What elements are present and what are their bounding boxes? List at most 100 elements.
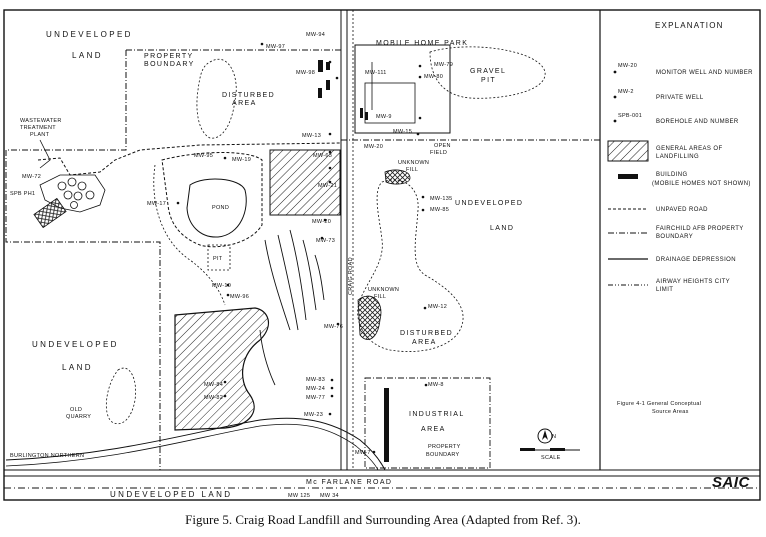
legend-airway-1: AIRWAY HEIGHTS CITY bbox=[656, 279, 730, 285]
well-mw-84: MW-84 bbox=[204, 382, 223, 388]
north-label: N bbox=[552, 434, 556, 440]
well-mw-79: MW-79 bbox=[434, 62, 453, 68]
disturbed-area-top bbox=[196, 59, 237, 139]
legend-unpaved-road: UNPAVED ROAD bbox=[656, 207, 708, 213]
label-mcfarlane-road: Mc FARLANE ROAD bbox=[306, 479, 392, 486]
legend-title: EXPLANATION bbox=[655, 21, 724, 30]
label-undeveloped-nw-land: LAND bbox=[72, 51, 103, 60]
label-disturbed-top: DISTURBED bbox=[222, 92, 275, 99]
legend-figure-ref-1: Figure 4-1 General Conceptual bbox=[617, 401, 701, 407]
legend-fairchild-2: BOUNDARY bbox=[656, 234, 693, 240]
well-mw-23: MW-23 bbox=[304, 412, 323, 418]
well-markers bbox=[176, 42, 428, 454]
legend-monitor-symbol: MW-20 bbox=[618, 63, 637, 69]
legend-panel: EXPLANATION MW-20 MONITOR WELL AND NUMBE… bbox=[520, 10, 760, 491]
mcfarlane-road bbox=[4, 469, 760, 489]
pond-area bbox=[153, 152, 263, 306]
legend-borehole-symbol: SPB-001 bbox=[618, 113, 642, 119]
label-property-boundary-top-2: BOUNDARY bbox=[144, 61, 195, 68]
well-mw-77: MW-77 bbox=[306, 395, 325, 401]
well-mw-21: MW-21 bbox=[318, 183, 337, 189]
label-field: FIELD bbox=[430, 150, 447, 156]
label-mobile-home-park: MOBILE HOME PARK bbox=[376, 40, 468, 47]
well-mw-20: MW-20 bbox=[364, 144, 383, 150]
legend-private-symbol: MW-2 bbox=[618, 89, 634, 95]
well-mw-24: MW-24 bbox=[306, 386, 325, 392]
label-industrial-area: AREA bbox=[421, 426, 446, 433]
label-pit: PIT bbox=[213, 256, 223, 262]
old-quarry-outline bbox=[105, 367, 137, 425]
legend-borehole: BOREHOLE AND NUMBER bbox=[656, 119, 739, 125]
well-mw-7: MW-7 bbox=[355, 450, 371, 456]
landfill-area-south bbox=[174, 307, 270, 431]
label-undeveloped-nw: UNDEVELOPED bbox=[46, 30, 133, 39]
well-mw-83: MW-83 bbox=[306, 377, 325, 383]
label-undeveloped-east: UNDEVELOPED bbox=[455, 200, 523, 207]
figure-caption: Figure 5. Craig Road Landfill and Surrou… bbox=[185, 512, 581, 527]
well-mw-8: MW-8 bbox=[428, 382, 444, 388]
railway-line bbox=[5, 417, 386, 471]
legend-drainage: DRAINAGE DEPRESSION bbox=[656, 257, 736, 263]
gravel-pit-outline bbox=[429, 46, 546, 99]
unknown-fill-top bbox=[384, 169, 411, 185]
railway-line-inner bbox=[5, 423, 379, 471]
well-mw-12: MW-12 bbox=[428, 304, 447, 310]
legend-building-swatch bbox=[618, 174, 638, 179]
label-unknown-fill-top-2: FILL bbox=[406, 167, 418, 173]
saic-logo: SAIC bbox=[712, 474, 751, 491]
legend-monitor-well: MONITOR WELL AND NUMBER bbox=[656, 70, 753, 76]
label-burlington-northern: BURLINGTON NORTHERN bbox=[10, 453, 84, 459]
mobile-home-park bbox=[318, 44, 451, 134]
well-mw-63: MW-63 bbox=[313, 153, 332, 159]
well-mw-97: MW-97 bbox=[266, 44, 285, 50]
drainage-curves bbox=[259, 229, 325, 386]
well-mw-34: MW 34 bbox=[320, 493, 339, 499]
label-property-boundary-bottom: PROPERTY bbox=[428, 444, 461, 450]
legend-building-1: BUILDING bbox=[656, 172, 688, 178]
legend-figure-ref-2: Source Areas bbox=[652, 409, 689, 415]
well-mw-10: MW-10 bbox=[212, 283, 231, 289]
well-mw-73: MW-73 bbox=[316, 238, 335, 244]
label-unknown-fill-mid-2: FILL bbox=[374, 294, 386, 300]
label-disturbed-mid: DISTURBED bbox=[400, 330, 453, 337]
well-mw-95: MW-95 bbox=[194, 153, 213, 159]
label-open: OPEN bbox=[434, 143, 451, 149]
label-undeveloped-west: UNDEVELOPED bbox=[32, 340, 119, 349]
legend-airway-2: LIMIT bbox=[656, 287, 673, 293]
well-mw-125: MW 125 bbox=[288, 493, 310, 499]
label-property-boundary-bottom-2: BOUNDARY bbox=[426, 452, 460, 458]
well-mw-111: MW-111 bbox=[365, 70, 387, 76]
well-mw-96: MW-96 bbox=[230, 294, 249, 300]
label-old: OLD bbox=[70, 407, 82, 413]
label-undeveloped-west-land: LAND bbox=[62, 363, 93, 372]
label-quarry: QUARRY bbox=[66, 414, 91, 420]
map-frame bbox=[3, 9, 761, 501]
well-labels: MW-94 MW-97 MW-98 MW-111 MW-79 MW-80 MW-… bbox=[22, 32, 453, 499]
well-mw-19: MW-19 bbox=[232, 157, 251, 163]
legend-general-areas-1: GENERAL AREAS OF bbox=[656, 146, 723, 152]
well-mw-82: MW-82 bbox=[204, 395, 223, 401]
scale-label: SCALE bbox=[541, 455, 561, 461]
well-mw-98: MW-98 bbox=[296, 70, 315, 76]
well-mw-135: MW-135 bbox=[430, 196, 452, 202]
industrial-area bbox=[364, 377, 491, 469]
legend-fairchild-1: FAIRCHILD AFB PROPERTY bbox=[656, 226, 744, 232]
label-industrial: INDUSTRIAL bbox=[409, 411, 465, 418]
landfill-area-north bbox=[269, 149, 341, 216]
label-gravel: GRAVEL bbox=[470, 68, 506, 75]
well-mw-15: MW-15 bbox=[393, 129, 412, 135]
label-disturbed-top-2: AREA bbox=[232, 100, 257, 107]
well-mw-20b: MW-20 bbox=[312, 219, 331, 225]
well-mw-72: MW-72 bbox=[22, 174, 41, 180]
well-mw-94: MW-94 bbox=[306, 32, 325, 38]
label-wastewater: WASTEWATER bbox=[20, 118, 62, 124]
label-unknown-fill-top: UNKNOWN bbox=[398, 160, 429, 166]
label-treatment: TREATMENT bbox=[20, 125, 56, 131]
label-unknown-fill-mid: UNKNOWN bbox=[368, 287, 399, 293]
label-craig-road: CRAIG ROAD bbox=[348, 257, 354, 295]
craig-road bbox=[340, 10, 354, 470]
label-disturbed-mid-2: AREA bbox=[412, 339, 437, 346]
well-mw-76: MW-76 bbox=[324, 324, 343, 330]
legend-general-areas-2: LANDFILLING bbox=[656, 154, 699, 160]
